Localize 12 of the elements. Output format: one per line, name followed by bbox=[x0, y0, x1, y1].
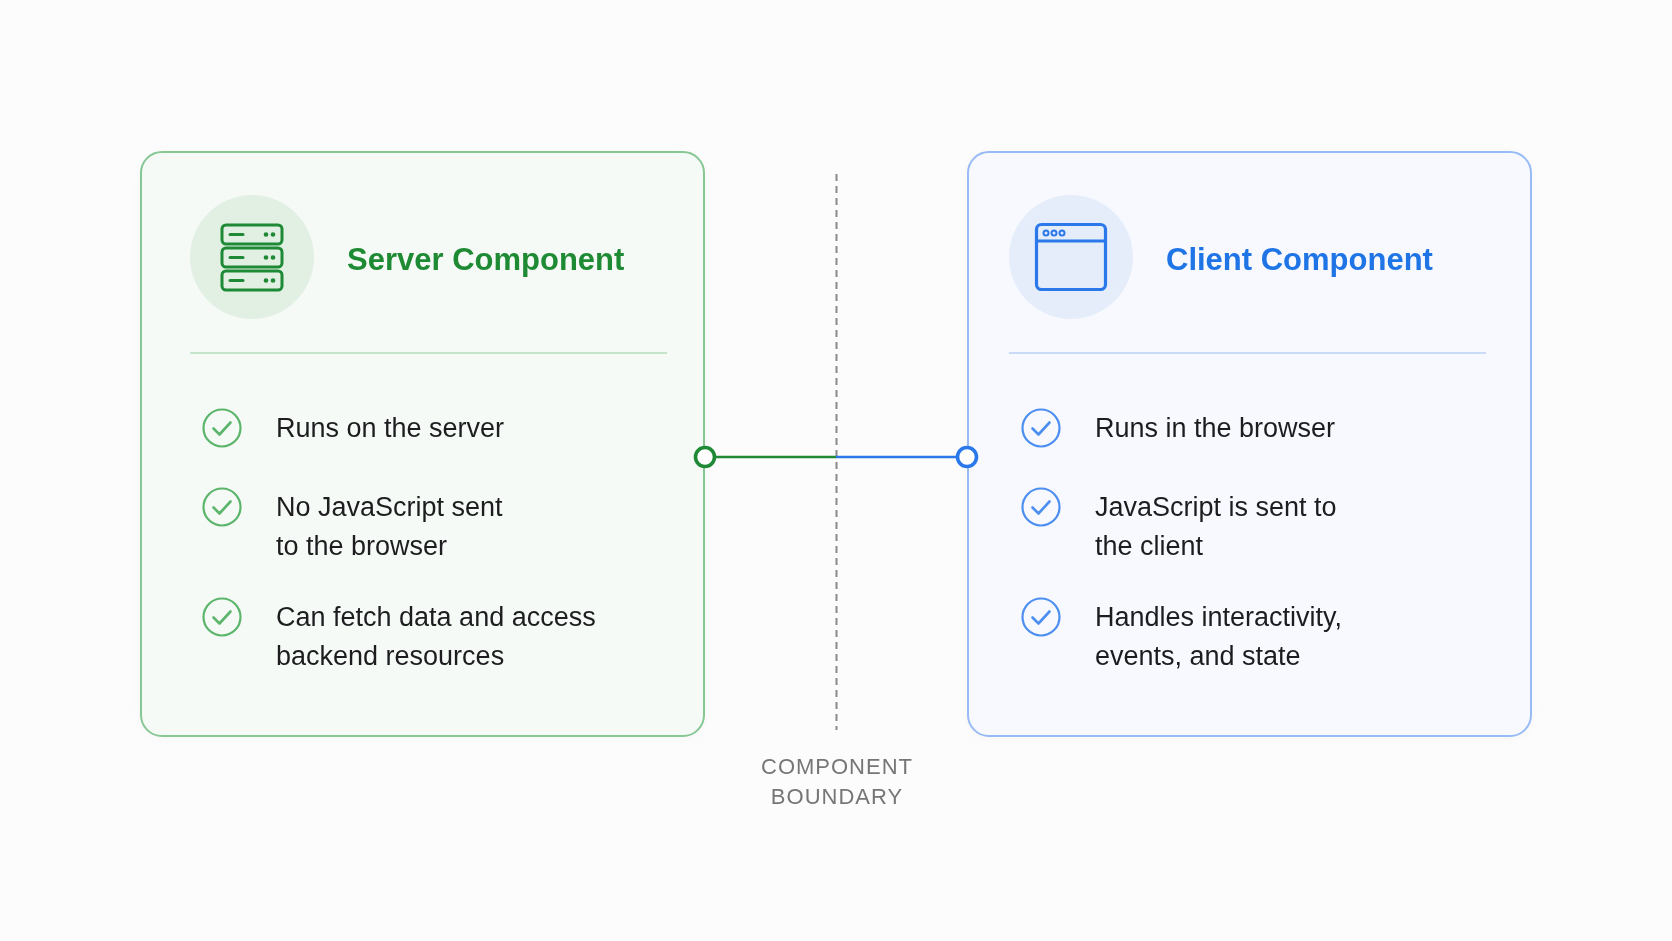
card-title: Server Component bbox=[347, 241, 625, 279]
feature-text: No JavaScript sent to the browser bbox=[276, 490, 504, 563]
feature-text: Runs on the server bbox=[276, 411, 505, 445]
feature-text: Runs in the browser bbox=[1095, 411, 1336, 445]
component-card bbox=[967, 151, 1532, 737]
connector-line bbox=[693, 445, 979, 469]
feature-text: Can fetch data and access backend resources bbox=[276, 600, 597, 673]
feature-text: JavaScript is sent to the client bbox=[1095, 490, 1338, 563]
boundary-label: COMPONENT BOUNDARY bbox=[760, 753, 914, 811]
feature-text: Handles interactivity, events, and state bbox=[1095, 600, 1344, 673]
card-title: Client Component bbox=[1166, 241, 1433, 279]
component-card bbox=[140, 151, 705, 737]
